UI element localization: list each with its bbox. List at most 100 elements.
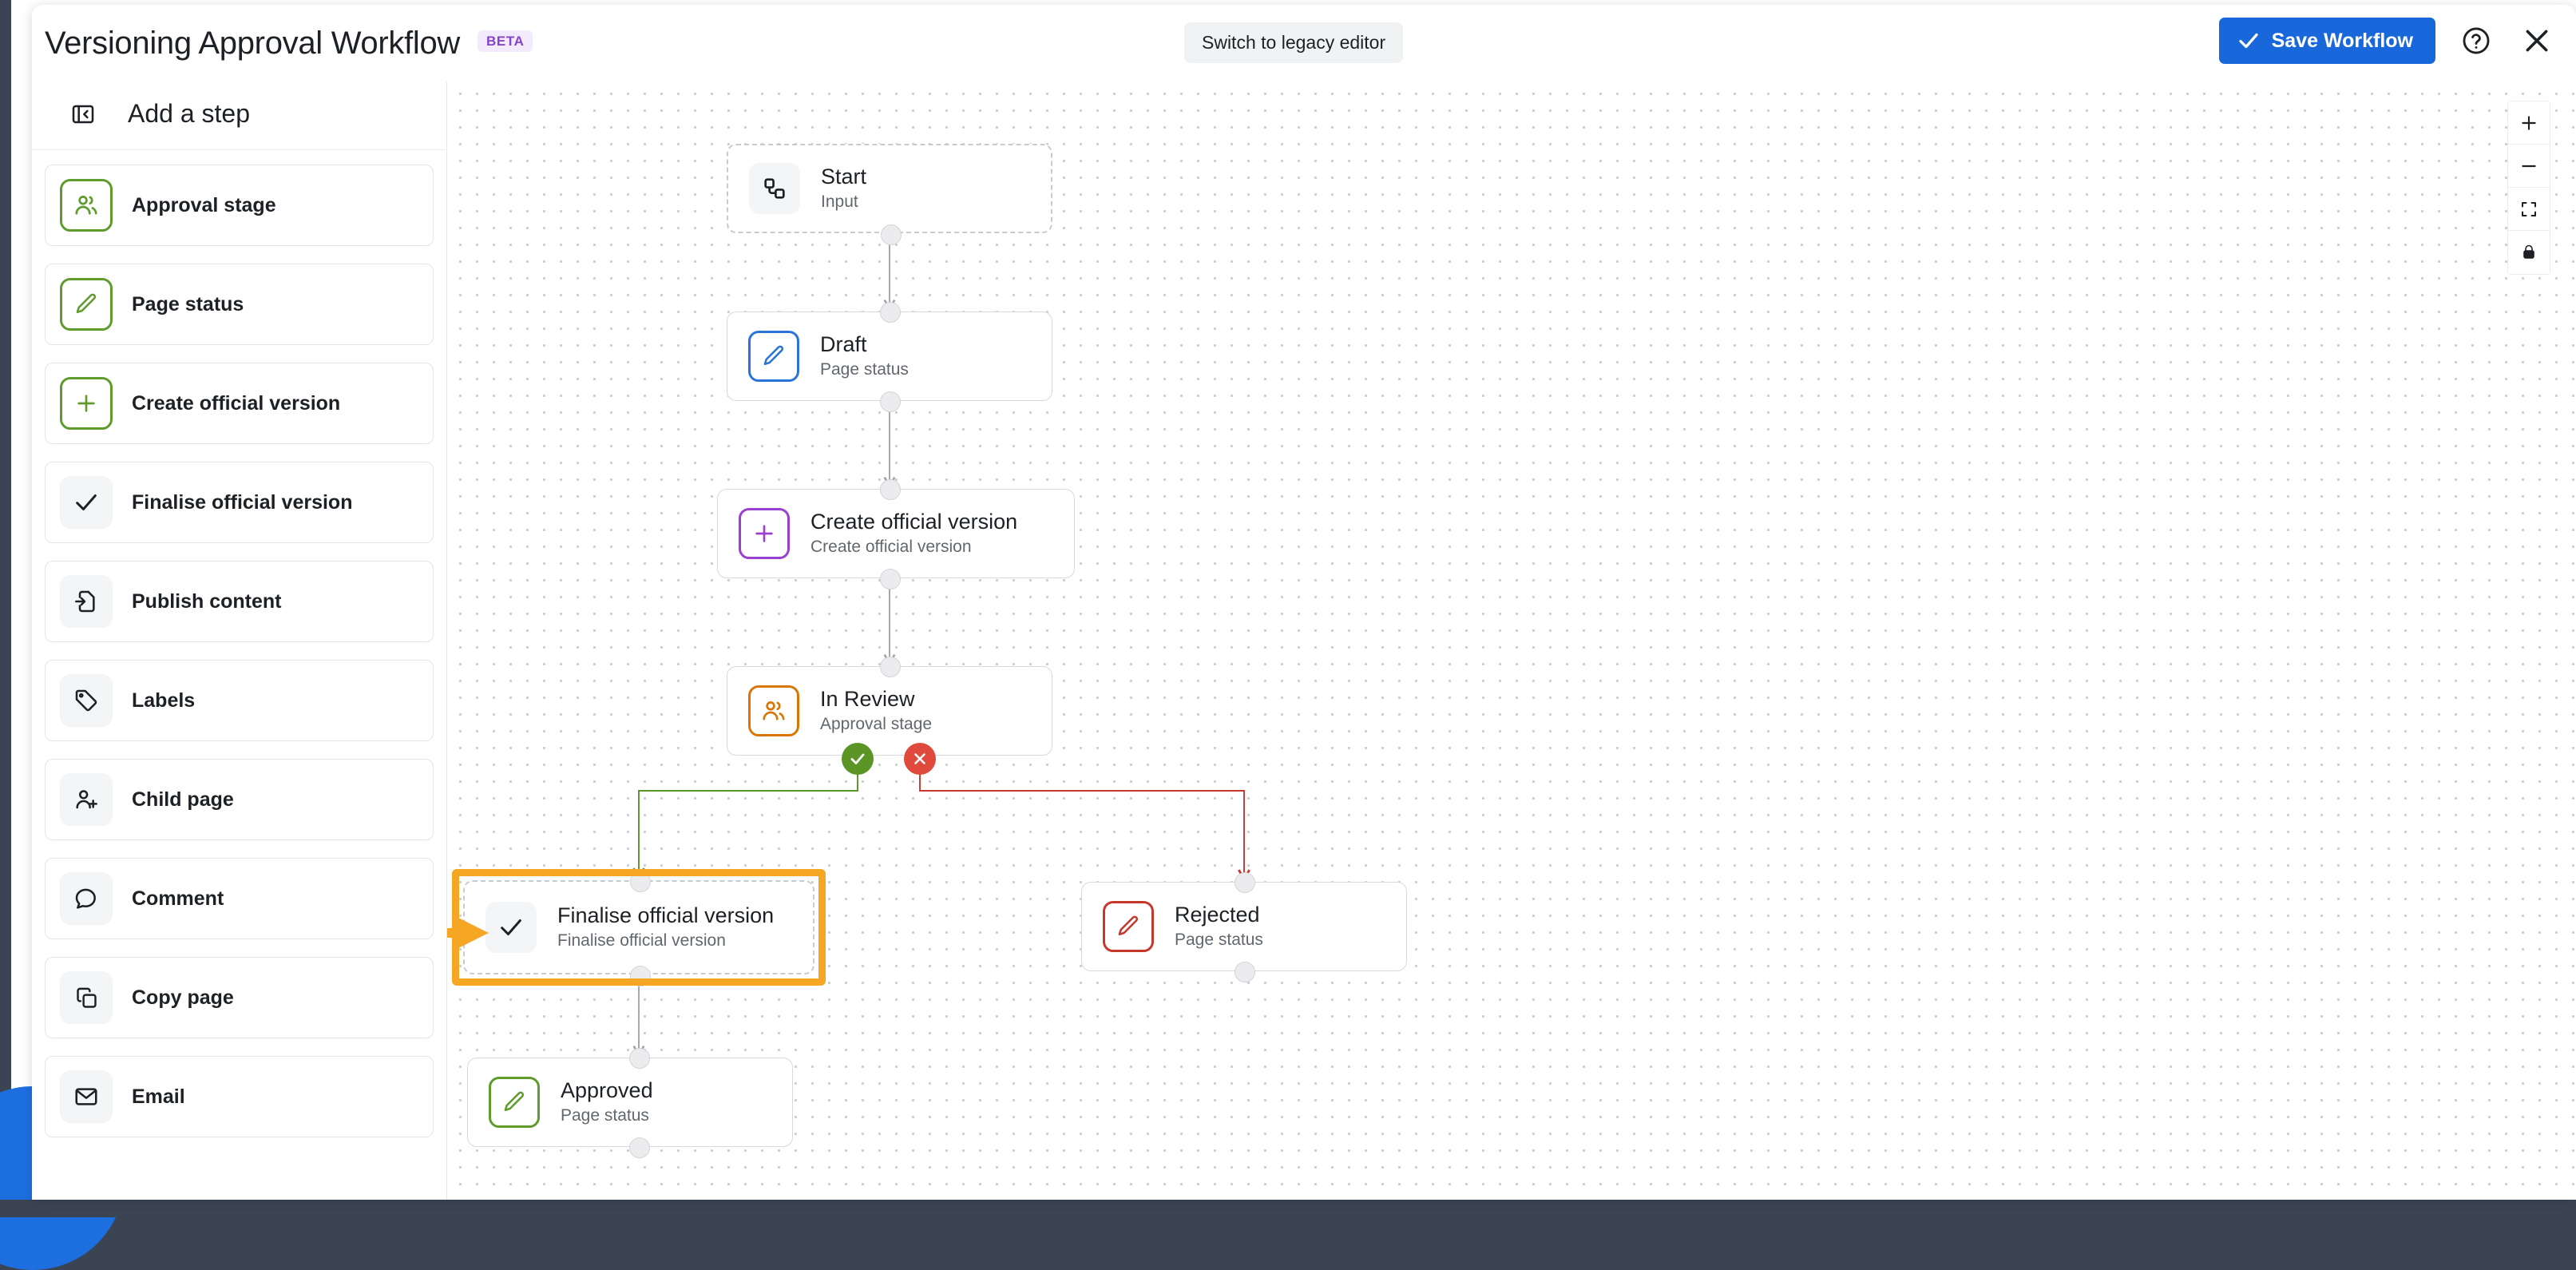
save-workflow-label: Save Workflow (2272, 30, 2413, 53)
node-title: Finalise official version (557, 903, 774, 928)
node-finalise-official-version[interactable]: Finalise official version Finalise offic… (463, 880, 814, 974)
node-output-port[interactable] (630, 966, 651, 986)
check-icon (60, 476, 113, 529)
node-title: Rejected (1175, 903, 1263, 927)
step-item-label: Copy page (132, 986, 234, 1010)
flow-graph: Start Input Draft Page status (447, 81, 2576, 1200)
close-icon[interactable] (2517, 21, 2557, 61)
node-subtitle: Page status (1175, 931, 1263, 950)
step-item-label: Labels (132, 689, 195, 712)
node-title: Draft (820, 332, 909, 357)
step-item-label: Child page (132, 788, 234, 812)
step-item-finalise-official-version[interactable]: Finalise official version (45, 462, 434, 543)
save-workflow-button[interactable]: Save Workflow (2219, 18, 2435, 64)
panel-collapse-icon[interactable] (70, 101, 96, 127)
plus-icon (60, 377, 113, 430)
node-input-port[interactable] (630, 871, 651, 892)
node-title: Approved (561, 1078, 653, 1103)
node-input-port[interactable] (880, 657, 901, 677)
node-output-port[interactable] (629, 1137, 650, 1158)
copy-icon (60, 971, 113, 1024)
person-add-icon (60, 773, 113, 826)
step-item-copy-page[interactable]: Copy page (45, 957, 434, 1038)
node-create-official-version[interactable]: Create official version Create official … (717, 489, 1075, 578)
node-start[interactable]: Start Input (727, 144, 1052, 233)
flow-start-icon (749, 163, 800, 214)
node-output-port[interactable] (1234, 962, 1255, 982)
node-input-port[interactable] (880, 302, 901, 323)
pencil-icon (60, 278, 113, 331)
zoom-out-button[interactable] (2508, 145, 2550, 188)
node-text: Finalise official version Finalise offic… (557, 903, 774, 951)
node-rejected[interactable]: Rejected Page status (1081, 882, 1407, 971)
page-title: Versioning Approval Workflow (45, 26, 460, 62)
node-title: In Review (820, 687, 932, 712)
pencil-icon (1103, 901, 1154, 952)
edge-approve-finalise (639, 759, 858, 876)
node-text: Start Input (821, 165, 866, 212)
comment-bubble-icon (60, 872, 113, 925)
check-icon (2237, 29, 2261, 53)
plus-icon (739, 508, 790, 559)
reject-badge[interactable] (904, 743, 936, 775)
annotation-arrow-icon (447, 911, 494, 955)
step-item-page-status[interactable]: Page status (45, 264, 434, 345)
node-output-port[interactable] (880, 391, 901, 412)
node-input-port[interactable] (629, 1048, 650, 1069)
step-item-create-official-version[interactable]: Create official version (45, 363, 434, 444)
title-zone: Versioning Approval Workflow BETA (32, 26, 533, 62)
node-text: Rejected Page status (1175, 903, 1263, 950)
background-bottom-bar (0, 1200, 2576, 1217)
node-approved[interactable]: Approved Page status (467, 1058, 793, 1147)
node-input-port[interactable] (880, 479, 901, 500)
step-item-approval-stage[interactable]: Approval stage (45, 165, 434, 246)
workflow-editor-modal: Versioning Approval Workflow BETA Switch… (32, 5, 2576, 1200)
lock-button[interactable] (2508, 231, 2550, 274)
pencil-icon (489, 1077, 540, 1128)
node-draft[interactable]: Draft Page status (727, 312, 1052, 401)
step-item-label: Email (132, 1085, 185, 1109)
node-title: Start (821, 165, 866, 189)
help-circle-icon[interactable] (2456, 21, 2496, 61)
step-item-publish-content[interactable]: Publish content (45, 561, 434, 642)
workflow-canvas[interactable]: Start Input Draft Page status (447, 81, 2576, 1200)
node-title: Create official version (810, 510, 1017, 534)
node-text: Draft Page status (820, 332, 909, 379)
step-item-email[interactable]: Email (45, 1056, 434, 1137)
node-subtitle: Page status (820, 360, 909, 379)
node-subtitle: Finalise official version (557, 931, 774, 951)
node-input-port[interactable] (1234, 872, 1255, 893)
header-actions: Save Workflow (2219, 18, 2557, 64)
publish-document-icon (60, 575, 113, 628)
step-item-label: Approval stage (132, 194, 276, 217)
step-item-label: Publish content (132, 590, 282, 613)
envelope-icon (60, 1070, 113, 1123)
fit-view-button[interactable] (2508, 188, 2550, 231)
tag-icon (60, 674, 113, 727)
node-subtitle: Create official version (810, 538, 1017, 557)
node-output-port[interactable] (880, 569, 901, 589)
switch-to-legacy-editor-button[interactable]: Switch to legacy editor (1184, 22, 1403, 63)
edge-reject-rejected (920, 759, 1244, 878)
step-item-label: Create official version (132, 392, 340, 415)
background-left-strip (0, 0, 11, 1217)
node-subtitle: Input (821, 192, 866, 212)
node-in-review[interactable]: In Review Approval stage (727, 666, 1052, 756)
node-output-port[interactable] (881, 224, 902, 245)
step-item-labels[interactable]: Labels (45, 660, 434, 741)
node-subtitle: Approval stage (820, 715, 932, 734)
sidebar-header: Add a step (32, 81, 446, 150)
users-icon (60, 179, 113, 232)
approve-badge[interactable] (842, 743, 874, 775)
pencil-icon (748, 331, 799, 382)
step-item-comment[interactable]: Comment (45, 858, 434, 939)
zoom-in-button[interactable] (2508, 101, 2550, 145)
beta-badge: BETA (478, 30, 533, 52)
node-subtitle: Page status (561, 1106, 653, 1125)
sidebar-title: Add a step (128, 99, 250, 129)
step-item-child-page[interactable]: Child page (45, 759, 434, 840)
node-text: Approved Page status (561, 1078, 653, 1125)
editor-header: Versioning Approval Workflow BETA Switch… (32, 5, 2576, 81)
